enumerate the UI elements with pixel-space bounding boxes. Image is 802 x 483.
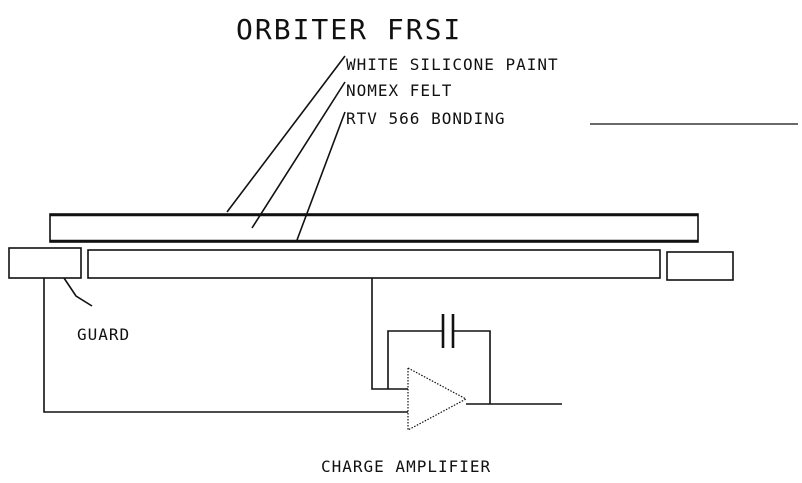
diagram-title: ORBITER FRSI	[236, 13, 462, 46]
charge-amplifier-symbol	[407, 366, 468, 432]
nomex-felt-panel	[49, 213, 699, 243]
guard-return-wire	[43, 278, 408, 413]
feedback-wire-right	[453, 330, 491, 404]
leader-felt	[251, 81, 346, 229]
feedback-wire-left	[387, 330, 443, 389]
electrode-input-wire	[371, 278, 408, 390]
label-guard: GUARD	[77, 325, 130, 344]
leader-paint	[226, 55, 346, 213]
label-nomex-felt: NOMEX FELT	[346, 81, 452, 100]
label-white-silicone-paint: WHITE SILICONE PAINT	[346, 55, 559, 74]
sensing-electrode	[87, 249, 661, 279]
label-rtv-566-bonding: RTV 566 BONDING	[346, 109, 506, 128]
guard-electrode-right	[666, 251, 734, 281]
leader-guard	[63, 277, 93, 307]
guard-electrode-left	[8, 247, 82, 279]
label-charge-amplifier: CHARGE AMPLIFIER	[321, 457, 491, 476]
leader-bonding	[296, 111, 346, 241]
